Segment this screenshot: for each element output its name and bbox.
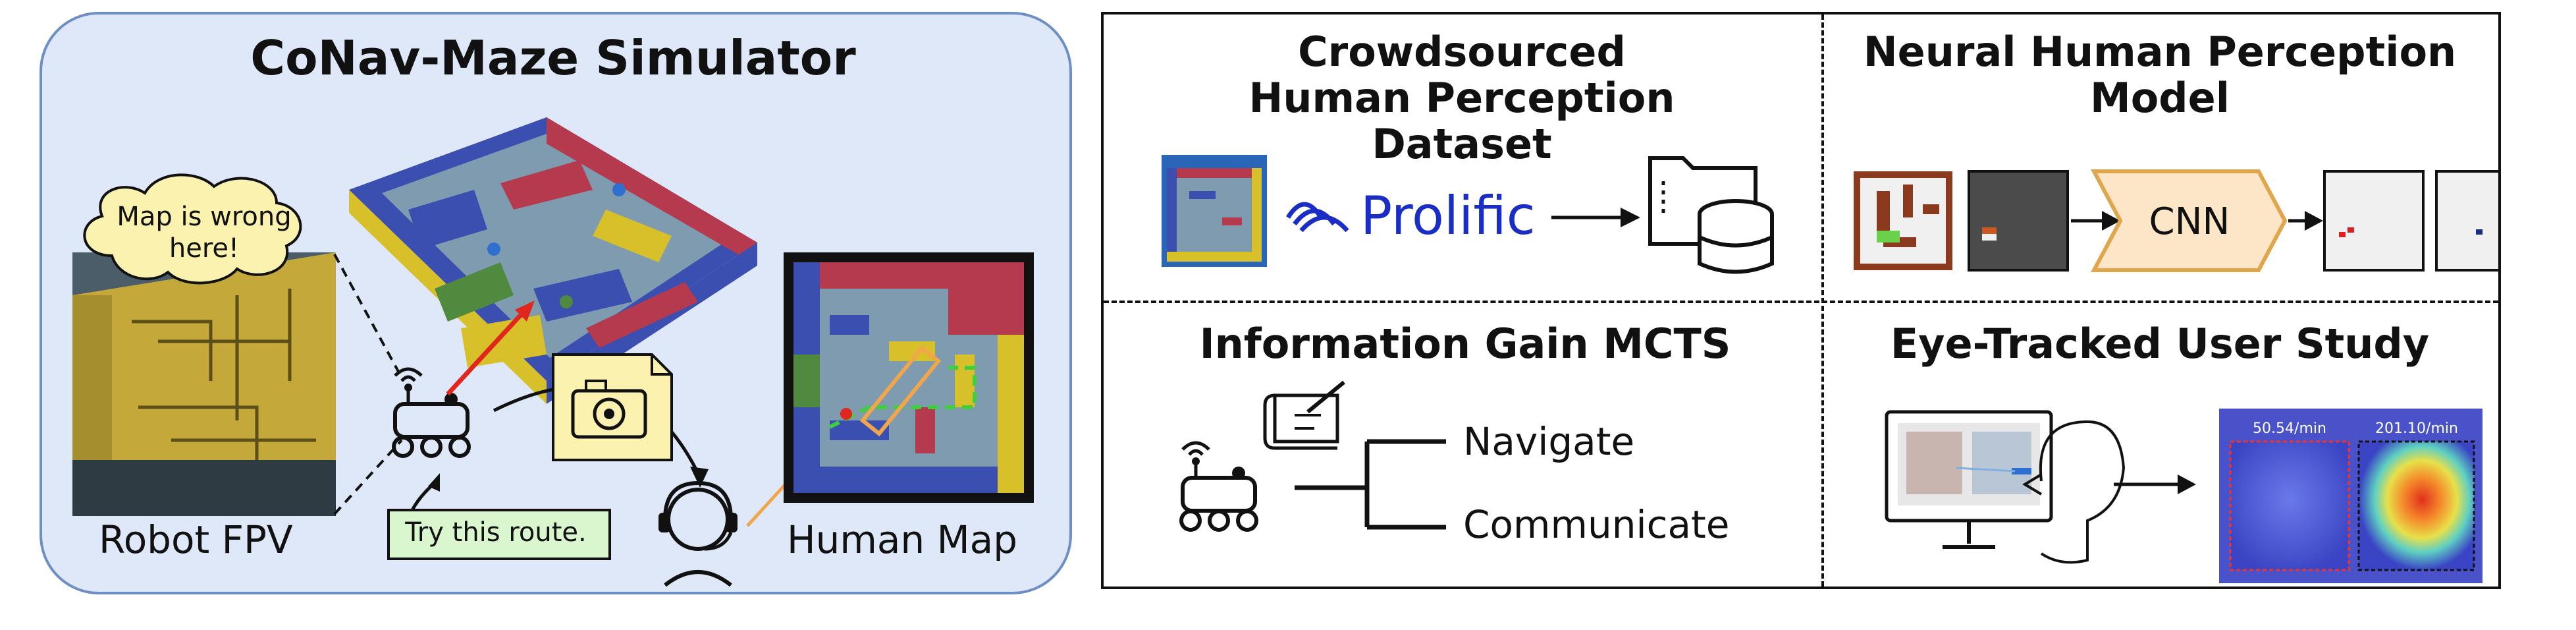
- database-folder-icon: [1648, 156, 1774, 274]
- gaze-heatmap-image: 50.54/min 201.10/min: [2219, 409, 2482, 583]
- human-operator-icon: [658, 480, 738, 587]
- cnn-block: [2091, 169, 2288, 272]
- monitor-icon: [1885, 410, 2053, 549]
- mcts-illustration: [1179, 380, 1446, 532]
- maze-thumbnail: [1162, 155, 1267, 267]
- human-map-image: [784, 252, 1034, 503]
- model-title: Neural Human Perception Model: [1863, 28, 2457, 122]
- robot-fpv-image: [72, 252, 336, 516]
- user-head-icon: [1955, 420, 2126, 564]
- speech-bubble-text: Map is wrong here!: [117, 202, 292, 264]
- human-map-label: Human Map: [787, 517, 1018, 562]
- mcts-title: Information Gain MCTS: [1199, 320, 1731, 368]
- study-title: Eye-Tracked User Study: [1890, 320, 2430, 368]
- simulator-illustration: [72, 117, 1034, 587]
- simulator-title: CoNav-Maze Simulator: [250, 30, 856, 86]
- prolific-logo-text: Prolific: [1360, 185, 1536, 246]
- robot-fpv-label: Robot FPV: [99, 517, 293, 562]
- branch-communicate: Communicate: [1463, 502, 1730, 547]
- dataset-title: Crowdsourced Human Perception Dataset: [1248, 28, 1675, 168]
- gaze-rate-left: 50.54/min: [2253, 420, 2326, 437]
- model-illustration: CNN: [1854, 169, 2498, 272]
- output-map-2: [2435, 170, 2498, 272]
- cnn-label: CNN: [2149, 200, 2230, 243]
- route-message-text: Try this route.: [405, 517, 587, 548]
- camera-note-icon: [552, 353, 673, 461]
- route-message-bubble: [387, 509, 611, 560]
- prolific-logo-icon: [1286, 202, 1349, 233]
- speech-cloud: [83, 173, 302, 285]
- blueprint-icon: [1263, 380, 1345, 450]
- method-panel-frame: [1101, 12, 2501, 589]
- input-visibility-map: [1968, 170, 2069, 272]
- panel-divider-horizontal: [1104, 301, 2498, 303]
- dataset-illustration: Prolific: [1162, 155, 1774, 274]
- robot-icon: [392, 367, 471, 458]
- gaze-rate-right: 201.10/min: [2375, 420, 2458, 437]
- input-maze-map: [1854, 171, 1952, 270]
- robot-icon: [1179, 441, 1258, 532]
- output-map-1: [2323, 170, 2425, 272]
- branch-navigate: Navigate: [1463, 419, 1635, 464]
- decision-tree: [1295, 439, 1446, 530]
- study-illustration: 50.54/min 201.10/min: [1885, 409, 2482, 583]
- maze-3d-view: [349, 117, 757, 404]
